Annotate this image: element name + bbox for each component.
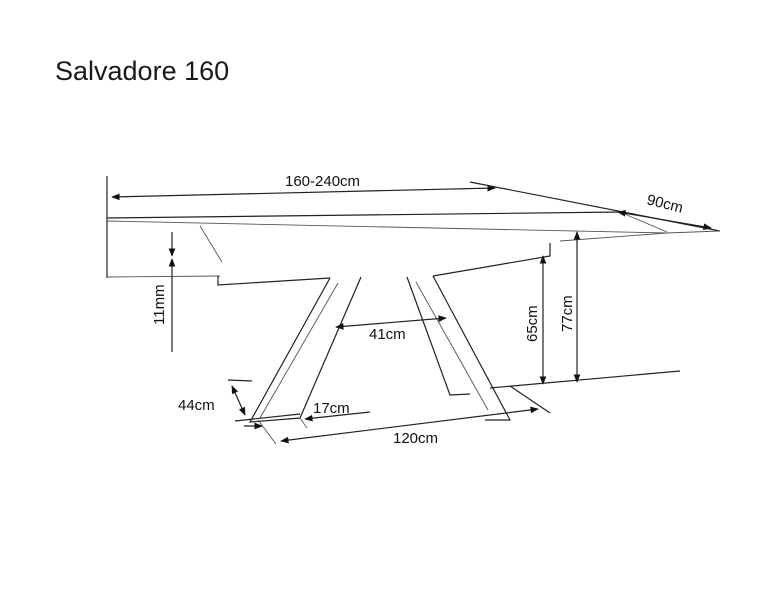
label-foot-depth: 44cm	[178, 397, 215, 414]
dimension-lines	[111, 181, 721, 445]
label-base-length: 120cm	[393, 430, 438, 447]
label-length: 160-240cm	[285, 173, 360, 190]
dimension-labels: 160-240cm 90cm 11mm 41cm 65cm 77cm 44cm …	[151, 173, 685, 447]
label-leg-gap: 41cm	[369, 326, 406, 343]
table-outline	[106, 176, 668, 423]
label-skirt-height: 65cm	[524, 305, 541, 342]
product-title: Salvadore 160	[55, 56, 230, 86]
label-width: 90cm	[645, 191, 685, 216]
label-total-height: 77cm	[559, 295, 576, 332]
label-foot-width: 17cm	[313, 400, 350, 417]
label-top-thickness: 11mm	[151, 284, 168, 325]
